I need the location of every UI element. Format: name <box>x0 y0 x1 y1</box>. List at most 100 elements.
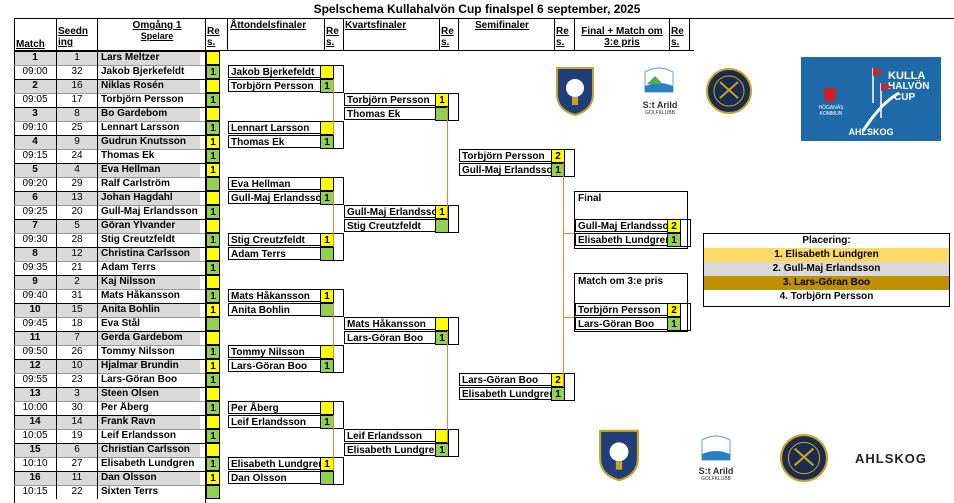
result-cell: 1 <box>206 429 220 443</box>
result-cell: 1 <box>206 135 220 149</box>
result-cell: 1 <box>206 303 220 317</box>
match-number: 3 <box>32 108 38 119</box>
match-number: 11 <box>29 332 41 343</box>
match-time: 09:30 <box>22 234 48 245</box>
placering-2: 2. Gull-Maj Erlandsson <box>704 262 949 276</box>
header-res-4: Re s. <box>556 26 569 48</box>
match-time: 10:15 <box>22 486 48 497</box>
match-row-bg <box>15 373 200 387</box>
row-line <box>14 233 205 234</box>
col-line <box>97 443 98 471</box>
bracket-player: Gull-Maj Erlandsson <box>228 191 323 204</box>
bracket-player: Gull-Maj Erlandsson <box>459 163 552 176</box>
match-row-bg <box>15 51 200 65</box>
seed-number: 3 <box>74 388 80 399</box>
player-name: Thomas Ek <box>101 150 155 161</box>
match-number: 10 <box>29 304 41 315</box>
row-line <box>14 149 205 150</box>
col-line <box>97 107 98 135</box>
row-line <box>14 191 205 192</box>
match-row-bg <box>15 247 200 261</box>
match-number: 14 <box>29 416 41 427</box>
header-match: Match <box>16 39 45 50</box>
seed-number: 28 <box>71 234 83 245</box>
player-name: Lars Meltzer <box>101 52 160 63</box>
match-row-bg <box>15 443 200 457</box>
result-cell <box>206 443 220 457</box>
connector-line <box>333 303 334 359</box>
player-name: Elisabeth Lundgren <box>101 458 195 469</box>
row-line <box>14 443 205 444</box>
match-time: 09:05 <box>22 94 48 105</box>
seed-number: 16 <box>71 80 83 91</box>
bracket-player: Eva Hellman <box>228 177 323 190</box>
bracket-player: Torbjörn Persson <box>344 93 436 106</box>
connector-line <box>447 107 448 219</box>
col-line <box>56 79 57 107</box>
player-name: Anita Bohlin <box>101 304 160 315</box>
result-cell <box>206 51 220 65</box>
row-line <box>14 79 205 80</box>
bracket-player: Gull-Maj Erlandsson <box>344 205 436 218</box>
bracket-player: Dan Olsson <box>228 471 323 484</box>
hoganas-golfklubb-logo-bottom <box>599 429 639 482</box>
starild-sub-bottom: GOLFKLUBB <box>700 476 731 482</box>
col-line <box>56 471 57 499</box>
col-line <box>56 191 57 219</box>
match-row-bg <box>15 317 200 331</box>
match-row-bg <box>15 331 200 345</box>
header-res-3: Re s. <box>441 26 454 48</box>
seed-number: 1 <box>74 52 80 63</box>
result-cell: 1 <box>206 289 220 303</box>
ahlskog-text: AHLSKOG <box>848 127 894 137</box>
row-line <box>14 289 205 290</box>
player-name: Göran Ylvander <box>101 220 176 231</box>
seed-number: 14 <box>71 416 83 427</box>
match-row-bg <box>15 471 200 485</box>
result-cell <box>206 79 220 93</box>
col-line <box>97 79 98 107</box>
seed-number: 17 <box>71 94 83 105</box>
bracket-player: Elisabeth Lundgren <box>344 443 436 456</box>
bracket-player: Leif Erlandsson <box>344 429 436 442</box>
hoganas-golfklubb-logo <box>556 67 594 116</box>
result-cell: 1 <box>206 457 220 471</box>
ahlskog-logo-bottom: AHLSKOG <box>855 451 927 466</box>
bracket-player: Stig Creutzfeldt <box>228 233 323 246</box>
row-line <box>14 65 205 66</box>
match-time: 09:10 <box>22 122 48 133</box>
connector-line <box>333 79 334 135</box>
header-seedning: Seedn ing <box>58 26 89 48</box>
placering-title: Placering: <box>802 235 851 246</box>
kulla-text: KULLA <box>888 70 926 82</box>
connector-line <box>333 191 334 247</box>
col-line <box>97 135 98 163</box>
player-name: Steen Olsen <box>101 388 159 399</box>
match-number: 16 <box>29 472 41 483</box>
connector-line <box>563 163 564 387</box>
player-name: Stig Creutzfeldt <box>101 234 175 245</box>
col-line <box>56 135 57 163</box>
player-name: Eva Stål <box>101 318 140 329</box>
match-row-bg <box>15 401 200 415</box>
player-name: Tommy Nilsson <box>101 346 175 357</box>
player-name: Adam Terrs <box>101 262 156 273</box>
page-title: Spelschema Kullahalvön Cup finalspel 6 s… <box>313 2 641 16</box>
player-name: Christina Carlsson <box>101 248 190 259</box>
result-cell: 1 <box>206 93 220 107</box>
result-cell <box>206 107 220 121</box>
match-number: 12 <box>29 360 41 371</box>
connector-line <box>563 233 575 234</box>
player-name: Leif Erlandsson <box>101 430 177 441</box>
col-line <box>56 275 57 303</box>
header-res-5: Re s. <box>671 26 684 48</box>
seed-number: 9 <box>74 136 80 147</box>
seed-number: 18 <box>71 318 83 329</box>
header-kvarts: Kvartsfinaler <box>345 20 407 31</box>
match-time: 09:00 <box>22 66 48 77</box>
bracket-player: Tommy Nilsson <box>228 345 323 358</box>
kullahalvon-cup-logo: AHLSKOG KULLA HALVÖN CUP HÖGANÄS KOMMUN <box>801 57 941 141</box>
result-cell: 1 <box>206 121 220 135</box>
match-number: 6 <box>32 192 38 203</box>
result-cell <box>206 415 220 429</box>
